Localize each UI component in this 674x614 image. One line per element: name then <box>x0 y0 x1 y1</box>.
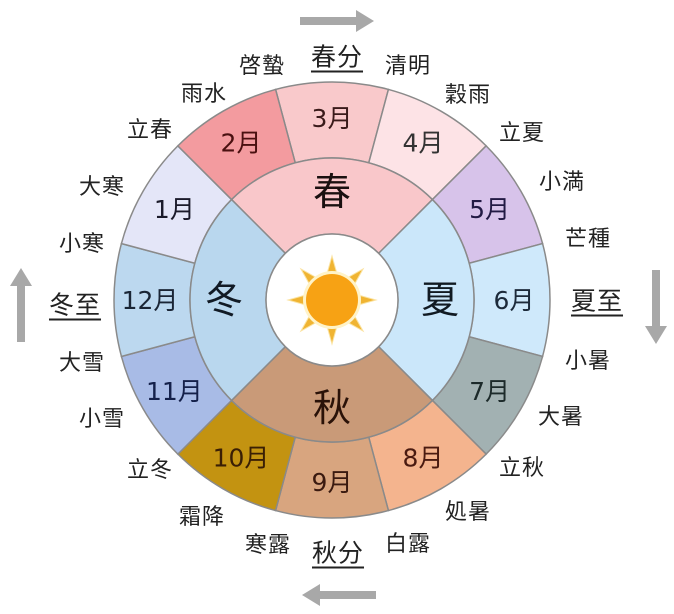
month-label: 5月 <box>469 195 510 224</box>
month-label: 12月 <box>122 286 179 315</box>
key-solar-term: 春分 <box>310 42 364 72</box>
solar-term: 啓蟄 <box>238 54 286 79</box>
solar-term: 大暑 <box>537 405 585 430</box>
solar-term: 立夏 <box>498 121 546 146</box>
season-label: 春 <box>313 170 351 214</box>
solar-term: 霜降 <box>178 505 226 530</box>
solar-term: 穀雨 <box>444 83 492 108</box>
month-label: 6月 <box>494 286 535 315</box>
month-label: 8月 <box>403 444 444 473</box>
season-ring: 春夏秋 冬 <box>189 157 475 443</box>
season-sector: 春 <box>230 157 434 255</box>
month-label: 11月 <box>146 377 203 406</box>
solar-term: 小雪 <box>78 407 126 432</box>
month-label: 10月 <box>213 444 270 473</box>
arrow-left-icon <box>302 584 376 606</box>
solar-term: 大雪 <box>58 351 106 376</box>
key-solar-term: 冬至 <box>48 290 102 320</box>
solar-term: 芒種 <box>564 227 612 252</box>
month-sector: 7月 <box>431 335 544 456</box>
month-sector: 2月 <box>176 88 297 201</box>
month-sector: 1月 <box>120 144 233 265</box>
month-sector: 12月 <box>113 242 196 358</box>
month-sector: 4月 <box>367 88 488 201</box>
month-label: 4月 <box>403 128 444 157</box>
month-label: 7月 <box>469 377 510 406</box>
season-sector: 夏 <box>377 198 475 402</box>
solar-term: 立冬 <box>126 458 174 483</box>
solar-term: 寒露 <box>244 533 292 558</box>
arrow-right-icon <box>300 10 374 32</box>
season-sector: 冬 <box>189 198 287 402</box>
arrow-up-icon <box>10 268 32 342</box>
month-label: 2月 <box>221 128 262 157</box>
season-label: 冬 <box>205 278 243 322</box>
solar-term: 処暑 <box>444 500 492 525</box>
solar-term: 雨水 <box>180 82 228 107</box>
center-circle <box>265 233 399 367</box>
solar-term: 大寒 <box>78 175 126 200</box>
month-sector: 9月 <box>274 436 390 519</box>
season-label: 夏 <box>421 278 459 322</box>
month-sector: 10月 <box>176 399 297 512</box>
month-sector: 6月 <box>468 242 551 358</box>
month-label: 9月 <box>312 468 353 497</box>
month-ring: 3月 4月 5月 6月 7月 8月 9月 10月 11月 12月 1月 2月 <box>113 81 551 519</box>
solar-term: 清明 <box>384 54 432 79</box>
month-label: 3月 <box>312 104 353 133</box>
solar-term: 小寒 <box>58 232 106 257</box>
arrow-down-icon <box>645 270 667 344</box>
solar-term: 小暑 <box>564 349 612 374</box>
sun-icon <box>286 254 378 346</box>
season-label: 秋 <box>313 386 351 430</box>
key-solar-term: 秋分 <box>311 538 365 568</box>
solar-term: 立秋 <box>498 456 546 481</box>
key-solar-term: 夏至 <box>570 286 624 316</box>
solar-term: 白露 <box>384 532 432 557</box>
month-label: 1月 <box>154 195 195 224</box>
solar-term: 立春 <box>126 118 174 143</box>
solar-term: 小満 <box>538 170 586 195</box>
